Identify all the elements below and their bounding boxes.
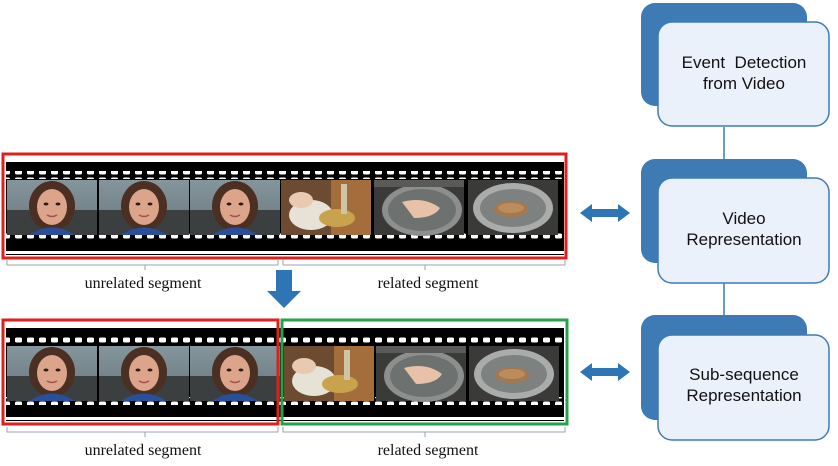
pipeline-stage-1-text: Event Detection from Video: [660, 52, 828, 94]
film-frame: [6, 345, 98, 402]
stage-1-line-1: Event Detection: [681, 53, 807, 72]
stage-3-line-1: Sub-sequence: [689, 365, 799, 384]
stage-3-line-2: Representation: [686, 386, 802, 405]
top-unrelated-label: unrelated segment: [85, 275, 202, 292]
related-segment-frame: [280, 318, 569, 426]
film-frame: [374, 180, 464, 236]
film-frame: [189, 179, 281, 236]
top-strip-frames: [6, 179, 558, 236]
unrelated-segment-frame: [1, 152, 568, 260]
film-frame: [376, 346, 466, 402]
stage-2-line-2: Representation: [686, 230, 802, 249]
pipeline-stage-2-text: Video Representation: [660, 208, 828, 250]
double-arrow-icon: [580, 204, 630, 222]
bottom-unrelated-label: unrelated segment: [85, 442, 202, 459]
film-frame: [284, 346, 374, 401]
bottom-related-label: related segment: [378, 442, 479, 459]
stage-1-line-2: from Video: [703, 74, 785, 93]
film-frame: [281, 180, 371, 235]
pipeline-stage-3-text: Sub-sequence Representation: [660, 364, 828, 406]
pipeline-box-1: [641, 3, 830, 127]
top-film-strip: [1, 152, 568, 260]
arrow-down-icon: [267, 270, 301, 308]
unrelated-segment-frame: [1, 318, 280, 426]
film-frame: [468, 180, 558, 235]
film-frame: [469, 346, 559, 401]
pipeline-box-3: [641, 315, 830, 441]
film-frame: [98, 345, 190, 402]
pipeline-box-2: [641, 159, 830, 284]
bottom-film-strip: [1, 318, 569, 426]
film-frame: [6, 179, 98, 236]
top-related-label: related segment: [378, 275, 479, 292]
film-frame: [98, 179, 190, 236]
top-segment-brackets: [6, 260, 566, 270]
stage-2-line-1: Video: [722, 209, 766, 228]
film-frame: [189, 345, 281, 402]
double-arrow-icon: [580, 363, 630, 381]
bottom-segment-brackets: [6, 427, 566, 437]
